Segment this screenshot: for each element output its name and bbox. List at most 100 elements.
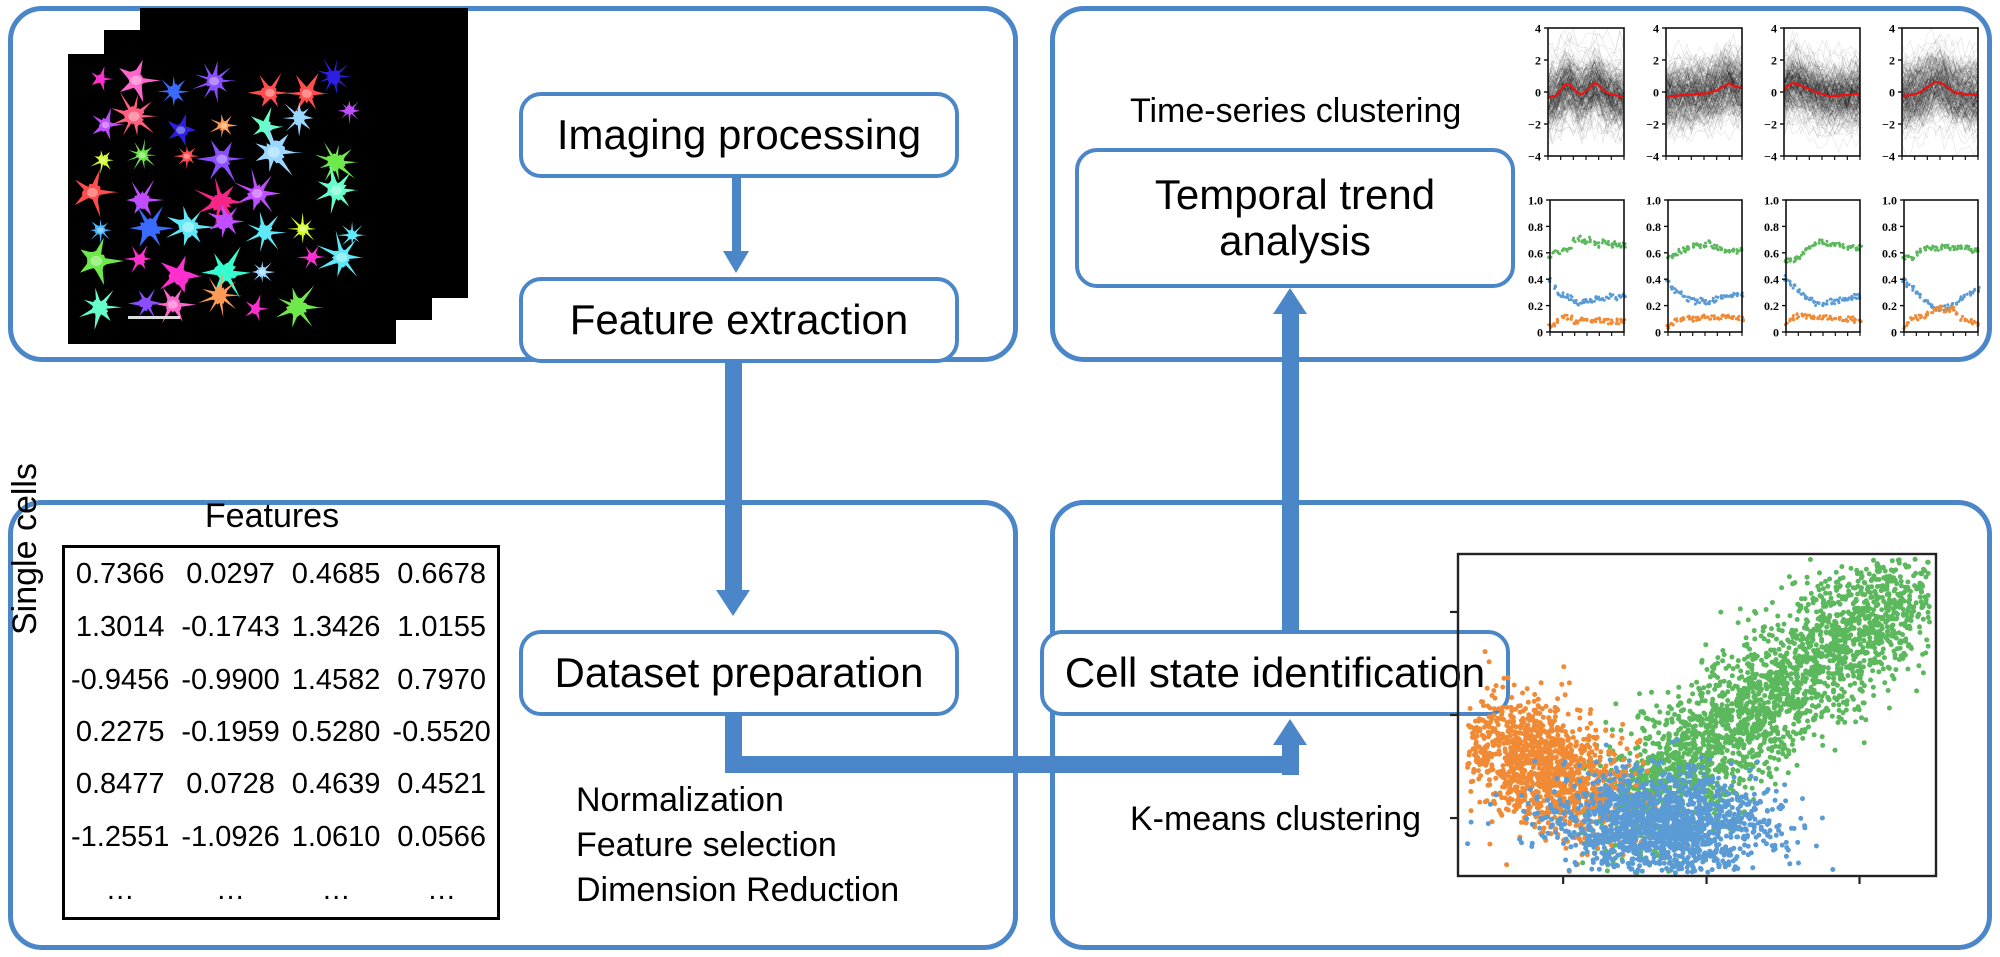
segmented-cell	[92, 108, 125, 140]
series-green	[1666, 239, 1744, 260]
label-kmeans-clustering: K-means clustering	[1130, 800, 1422, 838]
label-time-series-clustering: Time-series clustering	[1130, 92, 1462, 130]
y-axis-tick-label: 4	[1535, 22, 1541, 36]
table-cell: -0.9900	[181, 663, 280, 696]
cluster-mean-trace	[1547, 81, 1625, 99]
cell-nucleus	[216, 154, 228, 164]
node-imaging-processing[interactable]: Imaging processing	[519, 92, 959, 178]
table-cell: 0.4639	[291, 768, 381, 801]
series-green	[1547, 234, 1627, 260]
node-cell-state-identification[interactable]: Cell state identification	[1040, 630, 1510, 716]
y-axis-tick-label: 4	[1889, 22, 1895, 36]
y-axis-tick-label: −4	[1882, 150, 1895, 164]
label-preprocessing-steps: Normalization Feature selection Dimensio…	[576, 778, 899, 913]
y-axis-tick-label: 0.2	[1528, 299, 1543, 313]
segmented-cell	[157, 76, 191, 107]
node-dataset-preparation[interactable]: Dataset preparation	[519, 630, 959, 716]
y-axis-tick-label: 0.8	[1646, 220, 1661, 234]
y-axis-tick-label: 0.4	[1646, 273, 1661, 287]
segmented-cell	[317, 58, 353, 95]
table-cell: 1.3426	[291, 611, 381, 644]
cell-nucleus	[101, 121, 110, 129]
segmented-cell	[286, 73, 330, 114]
image-layer-front	[68, 54, 396, 344]
cell-nucleus	[267, 146, 281, 158]
segmented-cell	[198, 272, 243, 318]
y-axis-tick-label: 1.0	[1764, 194, 1779, 208]
segmented-cell	[160, 255, 204, 293]
cluster-mean-trace	[1901, 80, 1979, 98]
cell-nucleus	[252, 189, 263, 199]
connector-imaging-to-feature	[732, 178, 741, 251]
segmented-cell	[247, 72, 294, 107]
segmented-cell	[275, 285, 325, 328]
y-axis-tick-label: 0.2	[1646, 299, 1661, 313]
y-axis-tick-label: 0	[1771, 86, 1777, 100]
y-axis-tick-label: 2	[1535, 54, 1541, 68]
table-cell: -0.9456	[71, 663, 170, 696]
cell-nucleus	[167, 300, 178, 309]
segmented-cell	[191, 60, 239, 103]
segmented-cell	[91, 66, 115, 92]
node-feature-extraction-label: Feature extraction	[569, 295, 909, 343]
y-axis-tick-label: 0.6	[1528, 246, 1543, 260]
y-axis-tick-label: 0.8	[1528, 220, 1543, 234]
segmented-cell	[315, 164, 359, 215]
cluster-blue	[1465, 737, 1836, 876]
node-feature-extraction[interactable]: Feature extraction	[519, 277, 959, 363]
table-cell: …	[321, 873, 351, 906]
table-cell: 0.7970	[397, 663, 486, 696]
cell-nucleus	[330, 185, 343, 196]
node-imaging-processing-label: Imaging processing	[556, 110, 922, 158]
table-cell: -0.5520	[392, 715, 491, 748]
series-orange	[1547, 313, 1627, 329]
segmented-cell	[245, 294, 269, 322]
cell-nucleus	[265, 88, 275, 97]
segmented-cell	[207, 203, 245, 238]
table-cell: -0.1959	[181, 715, 280, 748]
arrowhead-imaging-to-feature	[723, 251, 749, 273]
y-axis-tick-label: 0.2	[1882, 299, 1897, 313]
series-blue	[1547, 276, 1627, 307]
table-row: 1.3014 -0.1743 1.3426 1.0155	[64, 601, 499, 653]
y-axis-tick-label: 0.4	[1882, 273, 1897, 287]
cell-nucleus	[97, 227, 104, 233]
y-axis-tick-label: 4	[1653, 22, 1659, 36]
y-axis-tick-label: 4	[1771, 22, 1777, 36]
table-cell: 0.5280	[291, 715, 381, 748]
preprocessing-step-normalization: Normalization	[576, 781, 784, 819]
series-orange	[1665, 313, 1745, 330]
segmented-cell	[126, 138, 157, 170]
table-cell: 1.3014	[75, 611, 165, 644]
segmented-cell	[79, 237, 125, 286]
segmented-cell	[165, 205, 216, 247]
segmented-cell	[255, 121, 304, 176]
table-cell: -0.1743	[181, 611, 280, 644]
arrowhead-dataset-to-cellstate	[1273, 719, 1307, 745]
node-dataset-preparation-label: Dataset preparation	[554, 648, 924, 696]
segmented-cell	[168, 113, 197, 147]
node-temporal-trend-analysis[interactable]: Temporal trend analysis	[1075, 148, 1515, 288]
cell-nucleus	[130, 75, 142, 86]
cluster-mean-trace	[1665, 81, 1743, 98]
segmented-cell	[111, 92, 159, 136]
table-cell: 1.0155	[397, 611, 486, 644]
segmented-cell	[74, 169, 119, 218]
segmented-cell	[209, 114, 238, 138]
segmented-cell	[195, 139, 247, 183]
cell-nucleus	[182, 222, 195, 233]
segmented-cell	[337, 221, 368, 246]
y-axis-tick-label: 0.2	[1764, 299, 1779, 313]
y-axis-tick-label: 0	[1537, 326, 1543, 340]
cell-segmentation-image-stack	[68, 8, 468, 346]
cell-nucleus	[100, 157, 107, 163]
table-row: …………	[64, 864, 499, 919]
single-cell-traces	[1783, 30, 1861, 153]
